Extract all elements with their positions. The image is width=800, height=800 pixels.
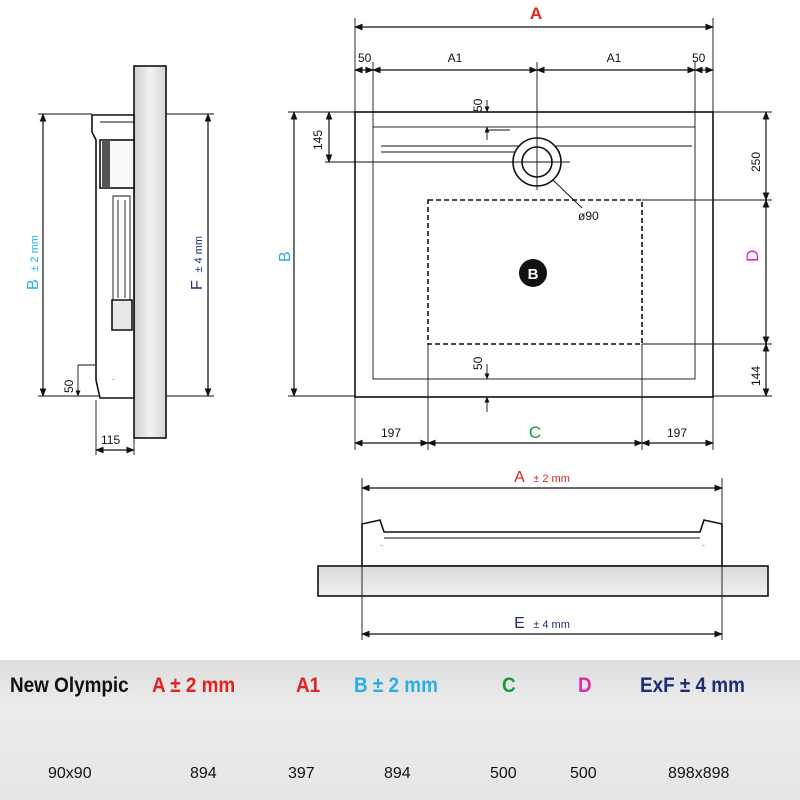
front-floor-slab (317, 565, 769, 597)
top-d144: 144 (749, 366, 763, 386)
side-B-label: B ± 2 mm (25, 235, 42, 290)
side-view: - B ± 2 mm F ± 4 mm 50 115 (25, 65, 214, 455)
B-marker-label: B (528, 266, 539, 283)
svg-text:-: - (702, 540, 705, 550)
header-A1: A1 (296, 674, 321, 697)
top-d197-left: 197 (381, 426, 401, 440)
front-tray (361, 519, 723, 567)
header-B: B ± 2 mm (354, 674, 438, 697)
side-F-label: F ± 4 mm (189, 236, 206, 290)
top-C-label: C (529, 423, 541, 442)
cell-ExF: 898x898 (668, 765, 730, 782)
top-d197-right: 197 (667, 426, 687, 440)
front-view: A ± 2 mm - - E ± 4 mm (317, 469, 769, 640)
top-d50-bottom: 50 (471, 356, 485, 370)
svg-text:-: - (112, 374, 115, 384)
cell-A: 894 (190, 765, 217, 782)
top-d250: 250 (749, 152, 763, 172)
header-A: A ± 2 mm (152, 674, 236, 697)
top-d145: 145 (311, 130, 325, 150)
cell-D: 500 (570, 765, 597, 782)
cell-C: 500 (490, 765, 517, 782)
top-A-label: A (530, 4, 542, 23)
cell-B: 894 (384, 765, 411, 782)
tray-inner (372, 126, 696, 380)
front-E-label: E ± 4 mm (514, 615, 570, 632)
top-view: ø90 B A 50 A1 A1 50 50 145 B (277, 4, 772, 450)
svg-text:-: - (380, 540, 383, 550)
header-D: D (578, 674, 592, 697)
front-A-label: A ± 2 mm (514, 469, 570, 486)
B-marker (519, 259, 547, 287)
top-d50-left: 50 (358, 51, 372, 65)
technical-drawing: - B ± 2 mm F ± 4 mm 50 115 (25, 4, 772, 640)
spec-table: New Olympic A ± 2 mm A1 B ± 2 mm C D ExF… (0, 660, 800, 800)
top-B-label: B (277, 251, 294, 262)
top-d50-drain: 50 (471, 98, 485, 112)
drain-dia-label: ø90 (578, 209, 599, 223)
top-A1-right: A1 (607, 51, 622, 65)
header-ExF: ExF ± 4 mm (640, 674, 745, 697)
cell-model: 90x90 (48, 765, 92, 782)
top-d50-right: 50 (692, 51, 706, 65)
side-d50-label: 50 (62, 379, 76, 393)
top-D-label: D (743, 250, 762, 262)
header-C: C (502, 674, 516, 697)
cell-A1: 397 (288, 765, 315, 782)
top-A1-left: A1 (448, 51, 463, 65)
header-model: New Olympic (10, 674, 129, 697)
zone-B (427, 199, 643, 345)
side-d115-label: 115 (101, 433, 120, 447)
side-wall (133, 65, 167, 439)
